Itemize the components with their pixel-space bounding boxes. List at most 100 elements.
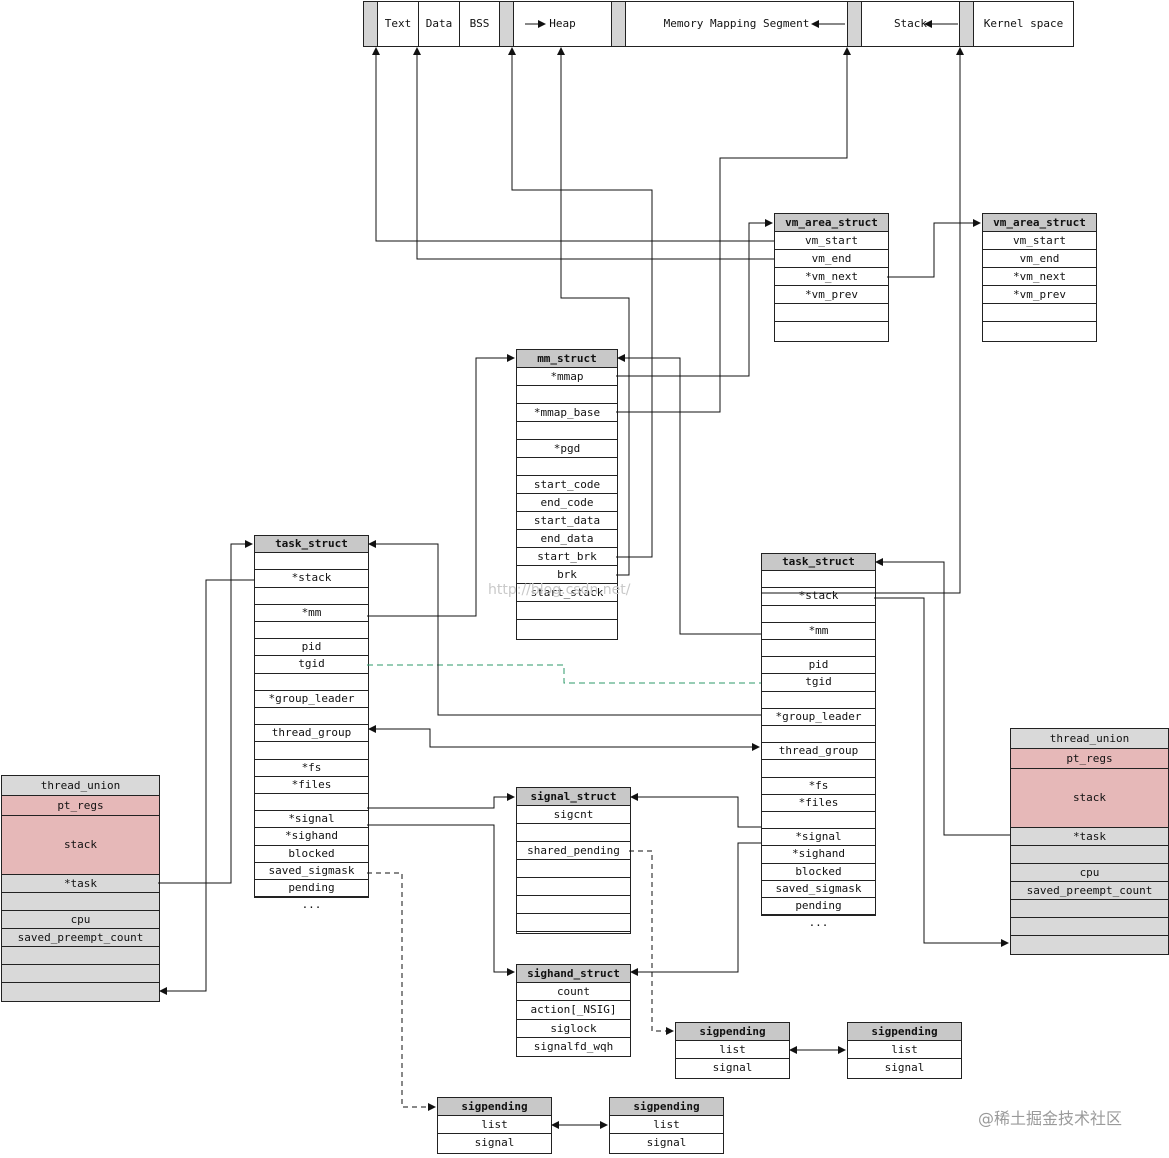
field-signal: signal — [646, 1136, 687, 1149]
field-empty — [762, 606, 875, 623]
field-empty — [255, 553, 368, 571]
field-signal: signal — [884, 1061, 925, 1074]
field-files: *files — [255, 777, 368, 794]
field-empty: ... — [808, 916, 829, 930]
mmap-arrow — [616, 219, 773, 377]
field-list: list — [438, 1116, 551, 1134]
struct-title: task_struct — [762, 554, 875, 572]
memory-segment-bss: BSS — [460, 2, 500, 46]
field-vm-next: *vm_next — [775, 268, 888, 286]
field-empty — [255, 794, 368, 812]
field-empty — [517, 386, 617, 404]
field-empty — [255, 708, 368, 726]
field-signalfd-wqh: signalfd_wqh — [533, 1039, 614, 1053]
vm-start-arrow — [372, 47, 774, 242]
field-stack: stack — [2, 816, 159, 875]
memory-segment-kernel: Kernel space — [983, 17, 1064, 30]
field-empty — [762, 692, 875, 709]
field-empty — [517, 620, 617, 638]
task-left-sighand-arrow — [367, 824, 515, 976]
field-start-brk: start_brk — [517, 548, 617, 566]
field-blocked: blocked — [762, 864, 875, 881]
struct-title: thread_union — [1011, 729, 1168, 749]
memory-segment-heap: Heap — [514, 2, 612, 46]
field-saved-sigmask: saved_sigmask — [762, 881, 875, 898]
struct-title: sigpending — [438, 1098, 551, 1116]
field-empty — [775, 304, 888, 322]
field-pt-regs: pt_regs — [1011, 749, 1168, 769]
field-empty — [517, 458, 617, 476]
process-memory-layout: Text Data BSS Heap Memory Mapping Segmen… — [363, 1, 1074, 47]
field-mmap: *mmap — [517, 368, 617, 386]
field-vm-next: *vm_next — [983, 268, 1096, 286]
field-empty — [762, 726, 875, 744]
watermark: @稀土掘金技术社区 — [978, 1109, 1123, 1128]
task-left-stack-arrow — [159, 579, 254, 995]
field-empty — [762, 812, 875, 830]
memory-segment-gap — [364, 2, 378, 46]
thread-group-link — [368, 725, 760, 751]
field-empty — [517, 824, 630, 842]
memory-segment-gap — [960, 2, 974, 46]
struct-title: signal_struct — [517, 788, 630, 806]
field-start-code: start_code — [517, 476, 617, 494]
field-stack: stack — [1011, 769, 1168, 828]
field-empty — [2, 965, 159, 983]
field-thread-group: thread_group — [255, 725, 368, 743]
field-vm-prev: *vm_prev — [983, 286, 1096, 304]
memory-segment-stack: Stack — [862, 2, 960, 46]
field-empty — [1011, 918, 1168, 936]
memory-segment-mmap: Memory Mapping Segment — [626, 2, 848, 46]
field-siglock: siglock — [517, 1020, 630, 1038]
field-pid: pid — [762, 657, 875, 675]
field-tgid: tgid — [762, 674, 875, 692]
field-empty — [2, 893, 159, 911]
field-empty — [2, 983, 159, 1001]
struct-title: sigpending — [848, 1023, 961, 1041]
field-list: list — [610, 1116, 723, 1134]
field-vm-prev: *vm_prev — [775, 286, 888, 304]
memory-segment-gap — [612, 2, 626, 46]
field-empty — [255, 674, 368, 691]
field-group-leader: *group_leader — [255, 691, 368, 708]
field-start-data: start_data — [517, 512, 617, 530]
field-empty — [517, 896, 630, 914]
field-task: *task — [1011, 828, 1168, 846]
field-signal: *signal — [762, 829, 875, 847]
field-saved-preempt-count: saved_preempt_count — [2, 929, 159, 947]
field-signal: signal — [712, 1061, 753, 1074]
field-vm-end: vm_end — [775, 250, 888, 268]
field-vm-end: vm_end — [983, 250, 1096, 268]
field-saved-preempt-count: saved_preempt_count — [1011, 882, 1168, 900]
field-pt-regs: pt_regs — [2, 796, 159, 816]
struct-title: mm_struct — [517, 350, 617, 368]
field-fs: *fs — [762, 778, 875, 795]
memory-segment-gap — [848, 2, 862, 46]
field-thread-group: thread_group — [762, 743, 875, 761]
field-empty — [517, 878, 630, 896]
field-empty — [255, 588, 368, 605]
field-pending: pending — [762, 898, 875, 916]
thread-union-left-task-arrow — [158, 540, 253, 884]
field-empty — [762, 571, 875, 589]
field-pgd: *pgd — [517, 440, 617, 458]
field-empty: ... — [301, 898, 322, 912]
task-right-signal-arrow — [630, 793, 761, 828]
field-empty — [983, 304, 1096, 322]
field-mm: *mm — [762, 623, 875, 640]
task-left-mm-arrow — [367, 354, 515, 617]
thread-union-right-task-arrow — [875, 558, 1010, 836]
task-left-signal-arrow — [367, 793, 515, 809]
field-blocked: blocked — [255, 846, 368, 863]
field-fs: *fs — [255, 760, 368, 777]
struct-title: vm_area_struct — [775, 214, 888, 232]
struct-title: vm_area_struct — [983, 214, 1096, 232]
